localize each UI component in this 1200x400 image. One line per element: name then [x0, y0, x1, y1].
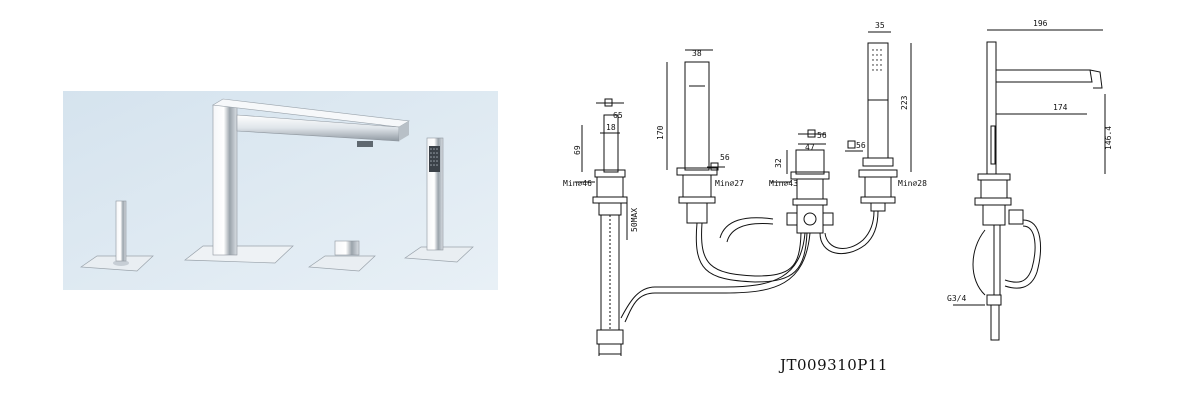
side-height-label: 146.4: [1104, 126, 1113, 150]
shower-square-base-label: 56: [856, 141, 866, 150]
spout-min-hole-label: Min∅27: [715, 179, 744, 188]
technical-drawing: 65 18 69 Min∅46 50MAX 38 170 56 Min∅27: [563, 19, 1113, 356]
diverter-height-label: 32: [774, 158, 783, 168]
product-photo: [63, 91, 498, 290]
diverter-square-top-label: 56: [817, 131, 827, 140]
lever-handle-icon: [79, 200, 154, 272]
spout-height-label: 170: [656, 125, 665, 140]
diverter-width-label: 47: [805, 143, 815, 152]
handle-square-top-label: 65: [613, 111, 623, 120]
handle-max-deck-label: 50MAX: [630, 208, 639, 232]
model-code: JT009310P11: [780, 356, 888, 374]
shower-min-hole-label: Min∅28: [898, 179, 927, 188]
side-reach-label: 196: [1033, 19, 1048, 28]
handle-drawing: 65 18 69 Min∅46 50MAX: [563, 98, 639, 356]
handle-height-label: 69: [573, 145, 582, 155]
shower-height-label: 223: [900, 95, 909, 110]
diverter-icon: [307, 240, 376, 272]
shower-width-label: 35: [875, 21, 885, 30]
side-outlet-reach-label: 174: [1053, 103, 1068, 112]
spout-column-drawing: 38 170 56 Min∅27: [656, 49, 744, 224]
hand-shower-icon: [403, 137, 474, 263]
diverter-min-hole-label: Min∅43: [769, 179, 798, 188]
diverter-drawing: 56 47 32 Min∅43: [769, 129, 834, 234]
hand-shower-drawing: 35 223 56 Min∅28: [845, 21, 927, 212]
spout-square-base-label: 56: [720, 153, 730, 162]
connecting-hoses: [620, 210, 879, 323]
side-connection-label: G3/4: [947, 294, 966, 303]
handle-width-label: 18: [606, 123, 616, 132]
handle-min-hole-label: Min∅46: [563, 179, 592, 188]
side-view-drawing: 196 174 146.4 G3/4: [947, 19, 1113, 341]
spout-width-label: 38: [692, 49, 702, 58]
spout-icon: [184, 98, 410, 264]
